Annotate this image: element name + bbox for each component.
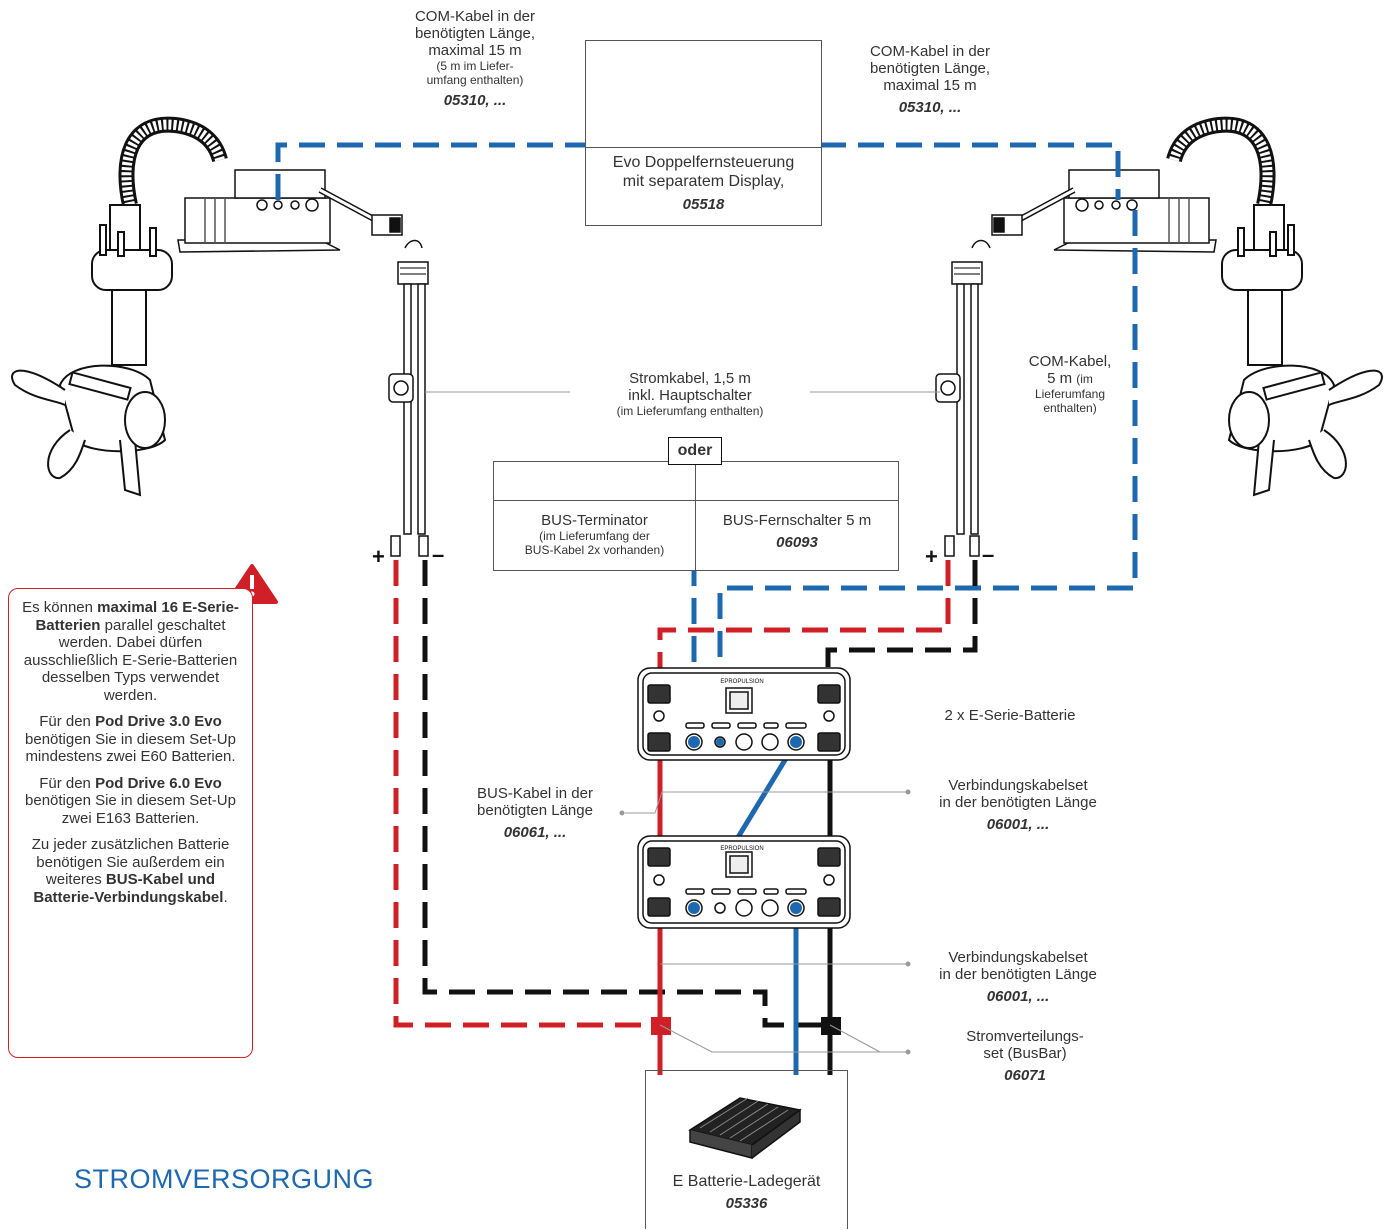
oder-box: oder [668, 437, 722, 465]
left-plus-sign: + [372, 544, 385, 569]
right-plug-arrow [971, 239, 991, 249]
remote-divider [586, 147, 821, 148]
warning-para-3: Für den Pod Drive 6.0 Evo benötigen Sie … [25, 774, 236, 827]
right-minus-sign: – [982, 542, 995, 567]
warning-para-2: Für den Pod Drive 3.0 Evo benötigen Sie … [25, 713, 236, 765]
charger-label: E Batterie-Ladegerät 05336 [672, 1173, 821, 1212]
charger-box: E Batterie-Ladegerät 05336 [645, 1070, 848, 1229]
bus-port-1 [688, 736, 700, 748]
right-power-cable [935, 261, 983, 557]
fernschalter-label: BUS-Fernschalter 5 m 06093 [722, 512, 872, 551]
right-controller [991, 169, 1217, 253]
bus-port-3 [790, 736, 802, 748]
power-dashed-cables [393, 560, 978, 1028]
busbar-label: Stromverteilungs-set (BusBar) 06071 [966, 1028, 1084, 1084]
charger-illustration [688, 1097, 802, 1159]
bus-port-4 [688, 902, 700, 914]
option-table-hdivider [494, 500, 898, 501]
bus-port-2 [716, 738, 724, 746]
left-controller [177, 169, 403, 253]
warning-para-4: Zu jeder zusätzlichen Batterie benötigen… [31, 836, 230, 906]
left-pod-motor [11, 116, 228, 497]
right-plus-sign: + [925, 544, 938, 569]
battery-brand-2: EPROPULSION [720, 846, 763, 852]
left-power-cable [388, 261, 429, 557]
right-pod-motor [1166, 116, 1383, 497]
warning-note: Es können maximal 16 E-Serie-Batterien p… [8, 588, 253, 1058]
oder-label: oder [677, 442, 713, 459]
battery-brand-1: EPROPULSION [720, 679, 763, 685]
left-plug-arrow [404, 239, 423, 249]
left-minus-sign: – [432, 542, 445, 567]
page-title: STROMVERSORGUNG [74, 1164, 375, 1194]
com-cables [275, 142, 1138, 735]
battery-count-label: 2 x E-Serie-Batterie [944, 707, 1076, 724]
bus-port-5 [790, 902, 802, 914]
option-table-vdivider [695, 462, 696, 570]
warning-para-1: Es können maximal 16 E-Serie-Batterien p… [22, 599, 239, 704]
